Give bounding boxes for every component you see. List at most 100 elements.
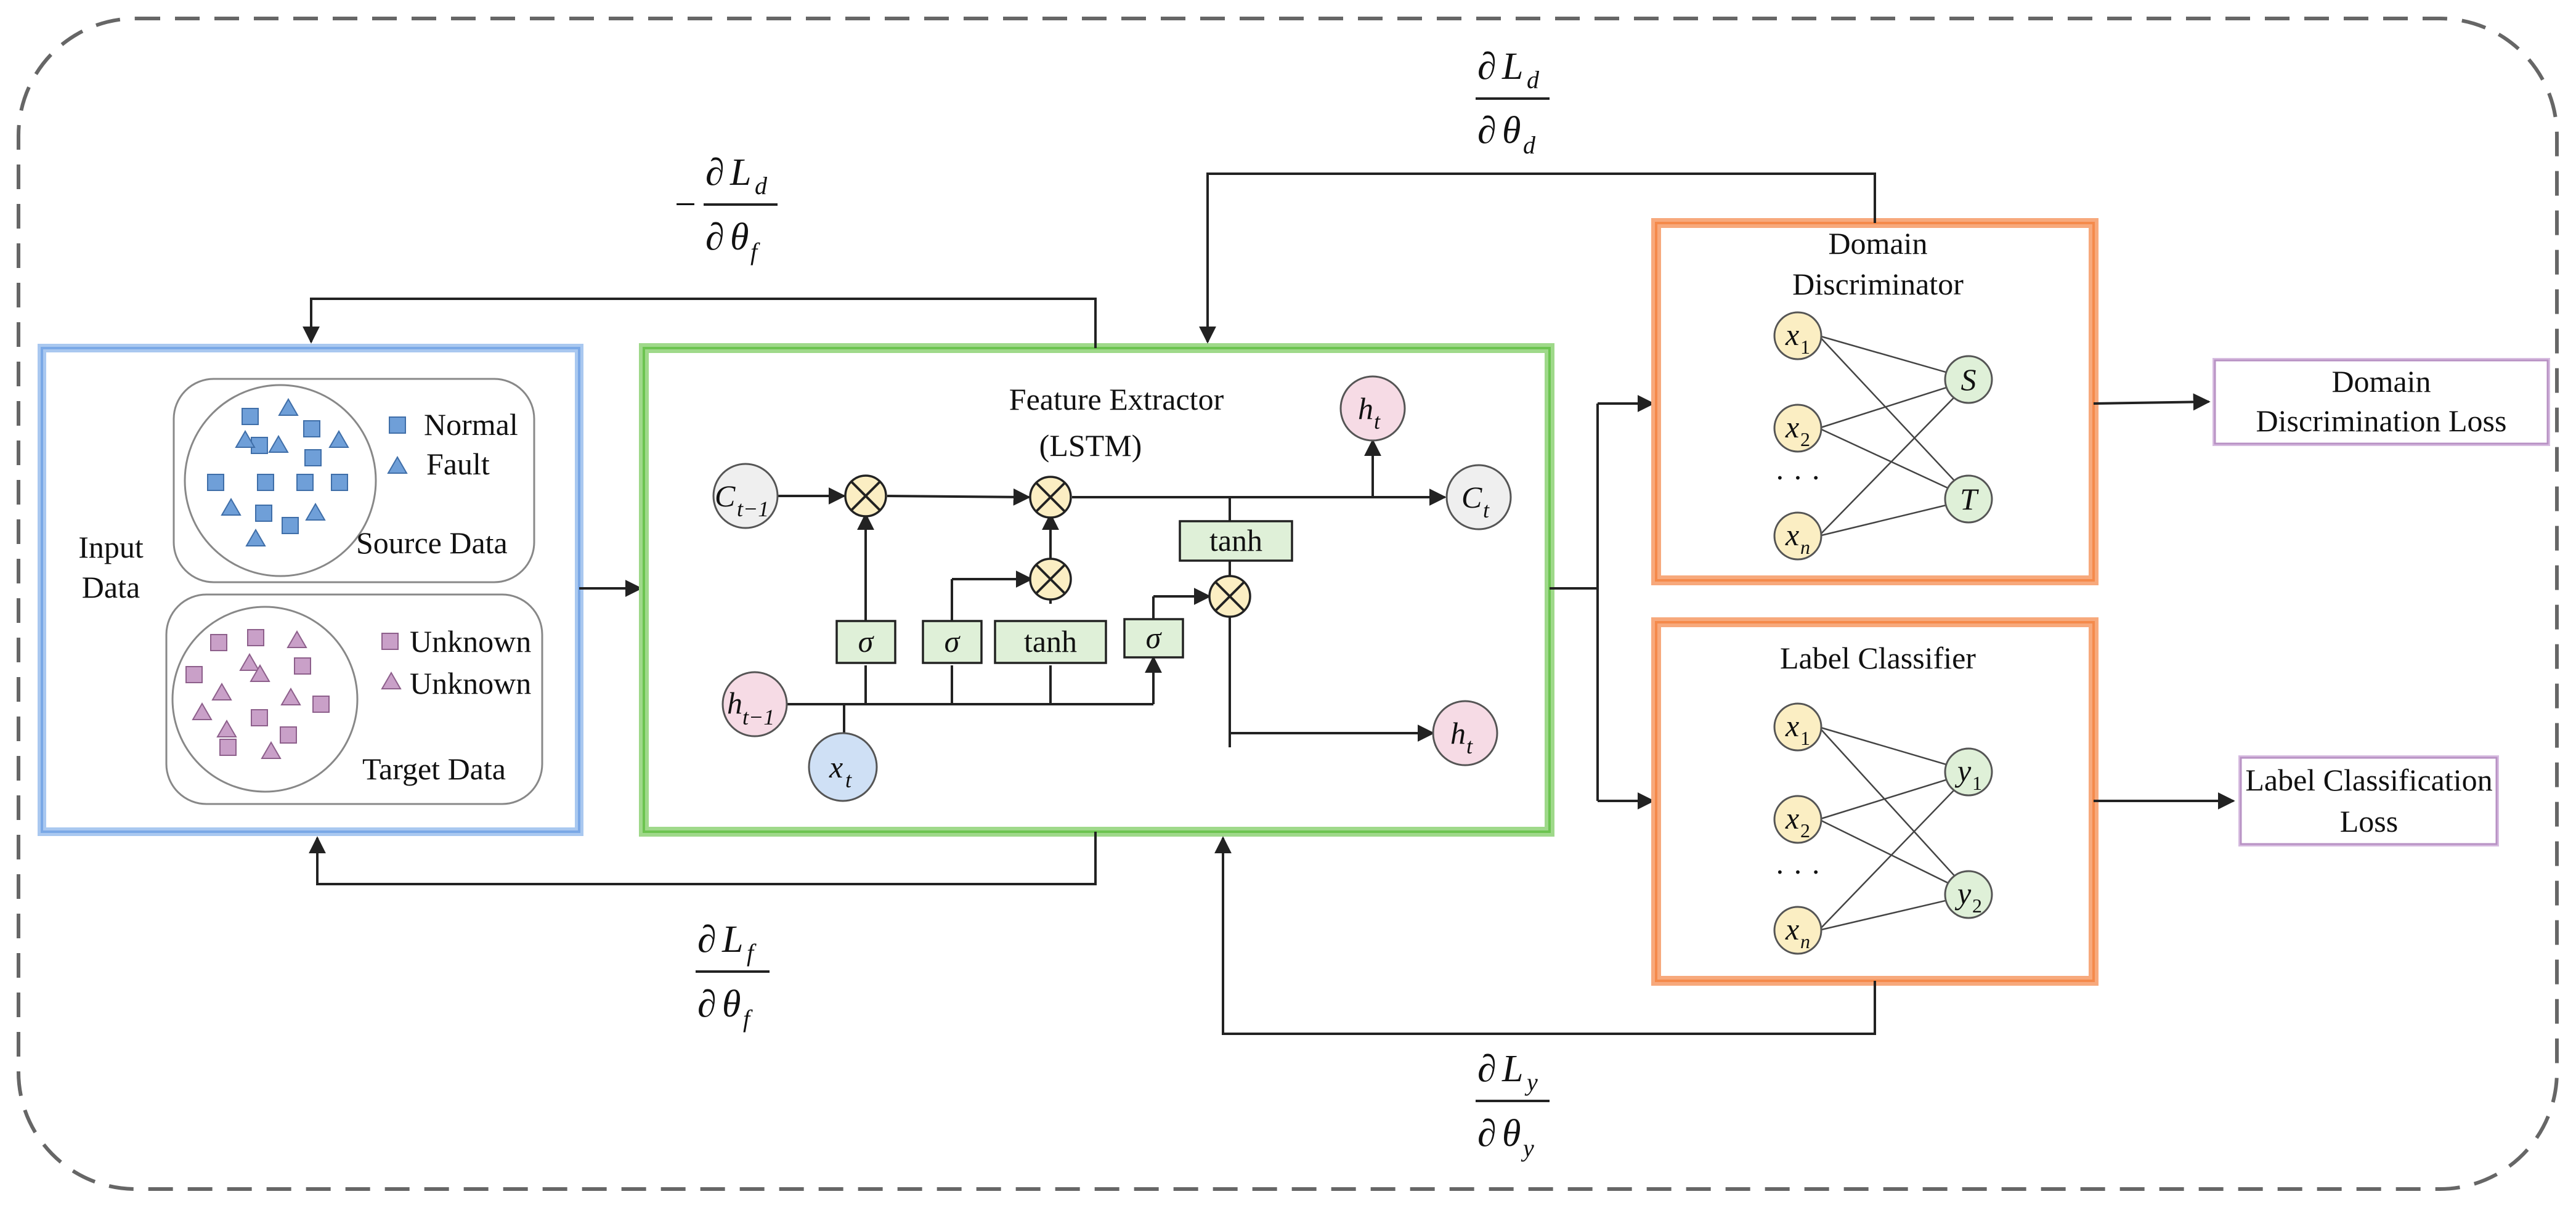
- svg-text:x: x: [829, 750, 843, 784]
- sigma-gate-input: σ: [922, 620, 983, 664]
- svg-text:t: t: [1483, 498, 1490, 522]
- svg-text:y: y: [1954, 876, 1972, 911]
- svg-text:t: t: [1374, 409, 1381, 434]
- multiply-op-forget: [844, 474, 887, 518]
- legend-unknown-square: [381, 633, 399, 650]
- svg-text:1: 1: [1800, 727, 1810, 749]
- multiply-op-input: [1029, 558, 1072, 601]
- svg-text:Label Classification: Label Classification: [2245, 763, 2492, 797]
- svg-text:f: f: [743, 1005, 753, 1033]
- svg-text:C: C: [715, 479, 736, 513]
- svg-text:θ: θ: [730, 216, 749, 258]
- feature-extractor-panel: Feature Extractor (LSTM): [639, 343, 1554, 837]
- multiply-op-add: [1029, 476, 1072, 519]
- svg-text:y: y: [1954, 753, 1972, 788]
- svg-text:T: T: [1960, 482, 1979, 516]
- svg-text:L: L: [729, 152, 751, 193]
- lc-output-node-y1: y 1: [1944, 747, 1993, 797]
- domain-discriminator-title: Domain: [1828, 226, 1927, 261]
- input-x-node: x t: [808, 732, 878, 802]
- hidden-state-top-node: h t: [1339, 375, 1406, 442]
- target-samples: [185, 629, 330, 759]
- svg-text:x: x: [1785, 410, 1799, 444]
- svg-text:−: −: [675, 184, 696, 225]
- svg-text:∂: ∂: [697, 919, 717, 960]
- svg-text:∂: ∂: [705, 152, 725, 193]
- svg-text:d: d: [1523, 131, 1536, 159]
- svg-text:S: S: [1961, 362, 1977, 397]
- svg-text:tanh: tanh: [1024, 624, 1077, 659]
- svg-text:h: h: [1358, 391, 1373, 426]
- lc-input-node-2: x 2: [1773, 795, 1822, 844]
- multiply-op-output: [1208, 575, 1251, 618]
- svg-text:x: x: [1785, 801, 1799, 835]
- svg-text:∂: ∂: [705, 216, 725, 258]
- svg-text:θ: θ: [722, 983, 741, 1025]
- svg-text:C: C: [1461, 480, 1482, 514]
- svg-text:h: h: [1450, 716, 1466, 750]
- svg-text:Domain: Domain: [2331, 364, 2431, 399]
- svg-text:n: n: [1800, 536, 1810, 558]
- svg-text:1: 1: [1972, 772, 1982, 794]
- dd-input-node-1: x 1: [1773, 311, 1822, 360]
- svg-text:∂: ∂: [1477, 110, 1497, 152]
- dd-output-node-t: T: [1944, 474, 1993, 524]
- legend-unknown-square-label: Unknown: [410, 624, 531, 659]
- hidden-state-prev-node: h t−1: [721, 671, 788, 737]
- input-data-title: Input: [78, 530, 144, 564]
- legend-unknown-triangle: [381, 671, 402, 689]
- svg-text:tanh: tanh: [1209, 523, 1262, 558]
- domain-discriminator-title-2: Discriminator: [1792, 267, 1964, 301]
- svg-text:t−1: t−1: [742, 705, 774, 729]
- svg-text:Discrimination Loss: Discrimination Loss: [2256, 404, 2507, 438]
- svg-text:2: 2: [1800, 819, 1810, 842]
- svg-text:t: t: [845, 768, 852, 792]
- source-samples: [207, 397, 349, 546]
- input-data-title-2: Data: [82, 570, 140, 604]
- tanh-gate-candidate: tanh: [994, 620, 1107, 664]
- source-data-label: Source Data: [356, 526, 508, 560]
- svg-text:y: y: [1524, 1068, 1538, 1096]
- svg-text:x: x: [1785, 518, 1799, 552]
- feature-extractor-title: Feature Extractor: [1009, 382, 1224, 416]
- svg-text:d: d: [1527, 66, 1540, 94]
- svg-text:x: x: [1785, 317, 1799, 352]
- lc-input-node-1: x 1: [1773, 702, 1822, 752]
- sigma-gate-output: σ: [1123, 618, 1184, 659]
- svg-text:∂: ∂: [1477, 1113, 1497, 1155]
- legend-fault-triangle: [387, 455, 408, 474]
- grad-label-neg-dLd-dthetaf: − ∂ L d ∂ θ f: [675, 152, 778, 266]
- svg-text:θ: θ: [1502, 110, 1521, 152]
- domain-discriminator-panel: Domain Discriminator x 1 x 2 · · · x n S: [1651, 218, 2099, 585]
- dd-ellipsis: · · ·: [1775, 460, 1821, 495]
- svg-text:y: y: [1521, 1134, 1534, 1162]
- svg-text:f: f: [750, 238, 760, 266]
- svg-text:t−1: t−1: [737, 497, 769, 521]
- svg-text:t: t: [1466, 734, 1473, 758]
- legend-unknown-triangle-label: Unknown: [410, 666, 531, 700]
- cell-state-out-node: C t: [1445, 464, 1512, 530]
- label-classifier-panel: Label Classifier x 1 x 2 · · · x n y 1: [1651, 617, 2099, 986]
- legend-fault-label: Fault: [426, 447, 490, 481]
- svg-text:L: L: [1501, 46, 1523, 87]
- svg-text:2: 2: [1972, 895, 1982, 917]
- lc-input-node-n: x n: [1773, 906, 1822, 955]
- input-data-panel: Input Data Normal Fault Sourc: [38, 344, 583, 836]
- label-classification-loss-box: Label Classification Loss: [2238, 755, 2499, 847]
- svg-text:L: L: [1501, 1048, 1523, 1090]
- svg-text:∂: ∂: [1477, 1048, 1497, 1090]
- legend-normal-label: Normal: [424, 407, 518, 442]
- label-classifier-title: Label Classifier: [1780, 641, 1976, 675]
- lc-ellipsis: · · ·: [1775, 855, 1821, 889]
- sigma-gate-forget: σ: [835, 620, 896, 664]
- svg-text:Loss: Loss: [2340, 804, 2398, 838]
- cell-state-prev-node: C t−1: [712, 463, 779, 529]
- grad-label-dLf-dthetaf: ∂ L f ∂ θ f: [696, 919, 770, 1033]
- svg-text:1: 1: [1800, 336, 1810, 358]
- svg-text:σ: σ: [1146, 620, 1163, 655]
- feature-extractor-subtitle: (LSTM): [1039, 428, 1142, 463]
- svg-text:2: 2: [1800, 428, 1810, 450]
- svg-text:d: d: [755, 172, 768, 200]
- svg-text:x: x: [1785, 912, 1799, 946]
- svg-text:x: x: [1785, 708, 1799, 743]
